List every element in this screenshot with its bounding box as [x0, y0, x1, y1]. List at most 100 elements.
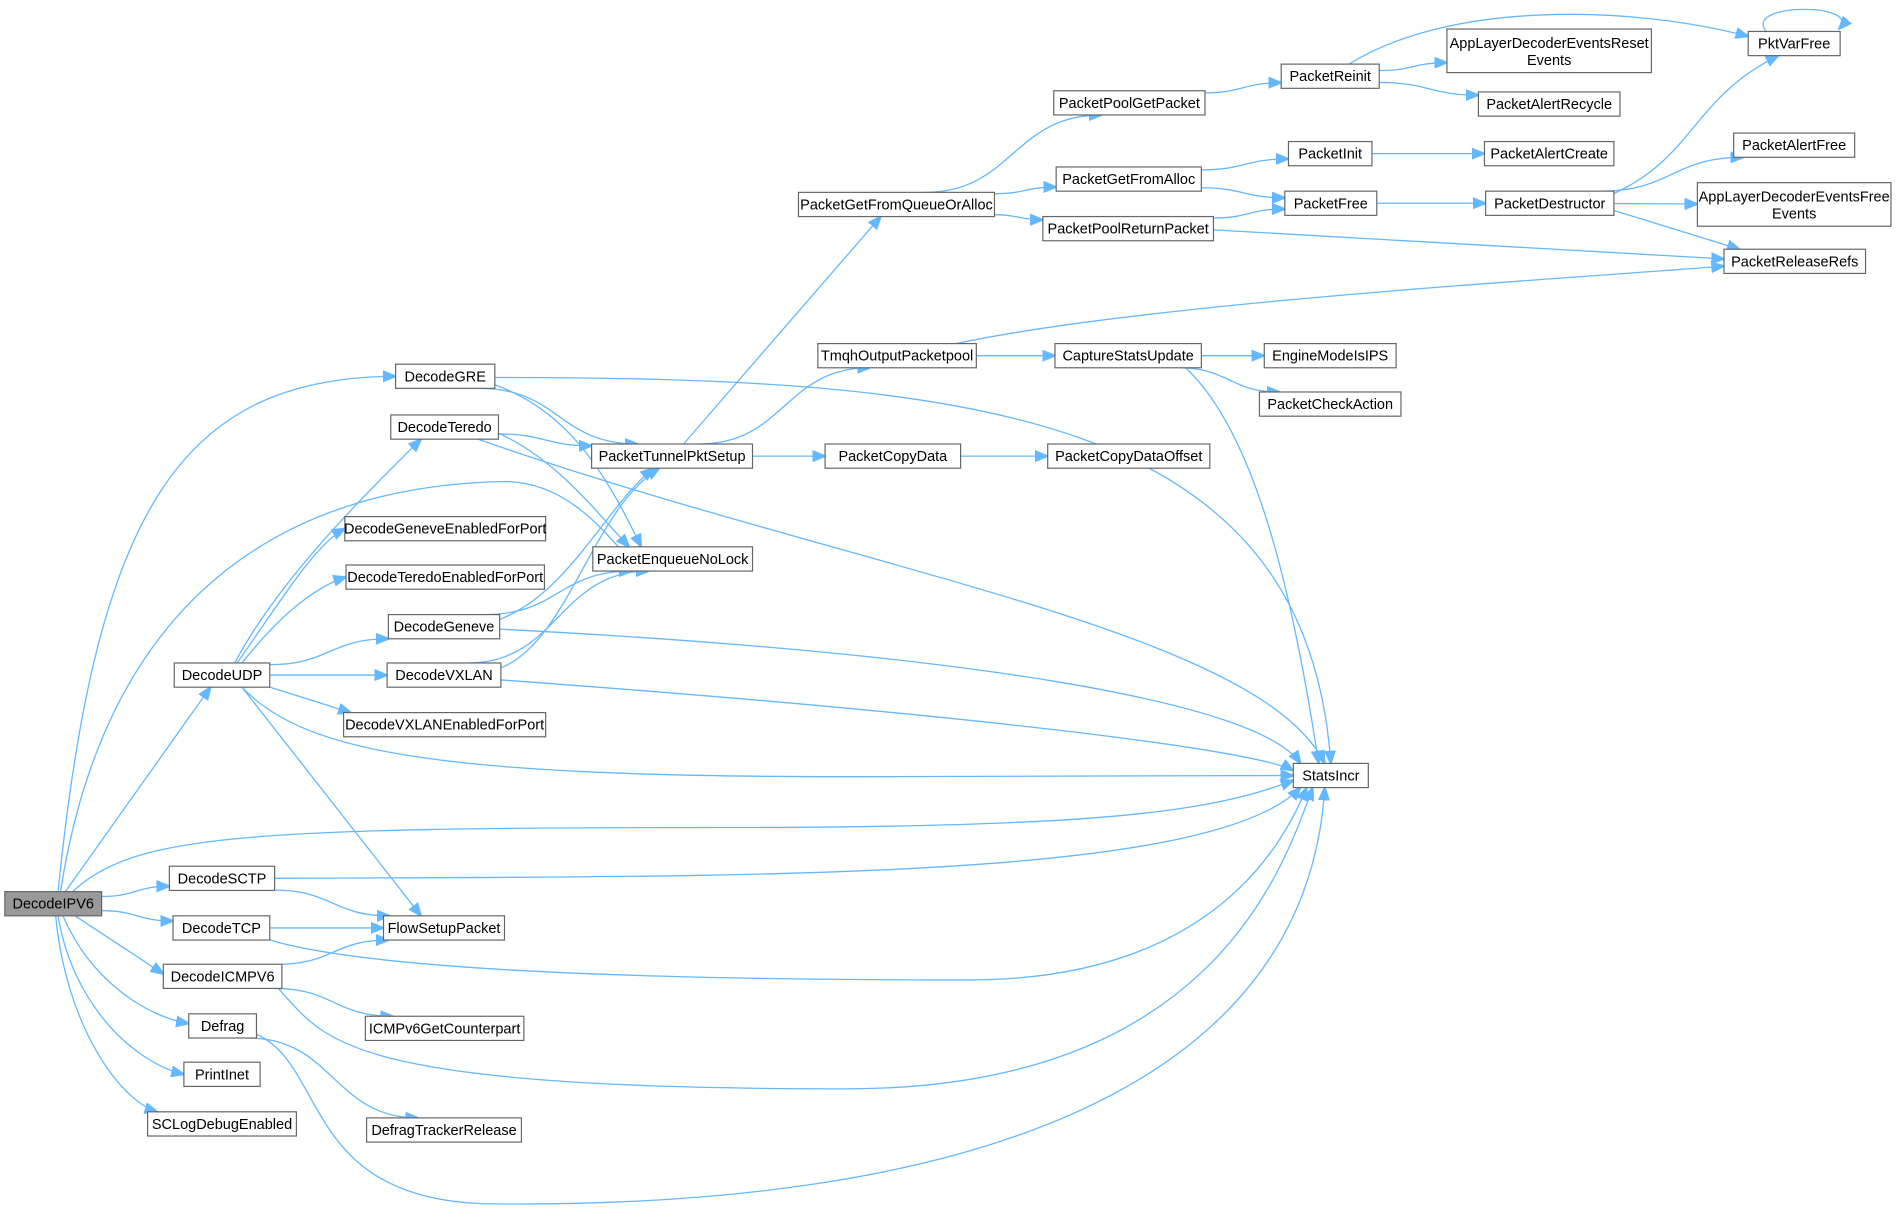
node-box [386, 662, 502, 688]
node-packet-destructor[interactable]: PacketDestructor [1485, 190, 1615, 216]
node-decode-vxlan-enabled-for-port[interactable]: DecodeVXLANEnabledForPort [342, 711, 547, 738]
node-box [1258, 391, 1402, 417]
edge-decode-ipv6-to-print-inet [58, 916, 184, 1074]
edge-packet-pool-return-packet-to-packet-free [1213, 209, 1284, 218]
node-box [1483, 140, 1615, 167]
edge-decode-icmpv6-to-icm-pv6-get-counterpart [274, 988, 393, 1016]
node-label: PacketTunnelPktSetup [599, 449, 746, 465]
node-packet-tunnel-pkt-setup[interactable]: PacketTunnelPktSetup [591, 443, 754, 469]
node-label: CaptureStatsUpdate [1062, 349, 1193, 365]
node-flow-setup-packet[interactable]: FlowSetupPacket [382, 915, 506, 941]
node-label: PacketCheckAction [1267, 397, 1393, 413]
node-decode-udp[interactable]: DecodeUDP [173, 662, 271, 688]
node-icm-pv6-get-counterpart[interactable]: ICMPv6GetCounterpart [364, 1015, 525, 1042]
node-decode-tcp[interactable]: DecodeTCP [172, 915, 271, 941]
node-defrag-tracker-release[interactable]: DefragTrackerRelease [365, 1117, 523, 1143]
node-box [1485, 190, 1615, 216]
edge-defrag-to-defrag-tracker-release [248, 1038, 418, 1118]
node-print-inet[interactable]: PrintInet [183, 1061, 261, 1088]
edge-decode-gre-to-stats-incr [495, 377, 1331, 763]
node-decode-ipv6[interactable]: DecodeIPV6 [4, 891, 103, 917]
node-decode-geneve-enabled-for-port[interactable]: DecodeGeneveEnabledForPort [344, 515, 546, 542]
node-sc-log-debug-enabled[interactable]: SCLogDebugEnabled [146, 1111, 298, 1137]
node-label: EngineModeIsIPS [1272, 349, 1388, 365]
node-label: PktVarFree [1758, 37, 1830, 53]
node-box [345, 564, 546, 590]
edge-decode-teredo-to-packet-enqueue-no-lock [498, 433, 629, 547]
edge-packet-destructor-to-pkt-var-free [1614, 56, 1779, 194]
edge-decode-udp-to-decode-geneve-enabled-for-port [237, 529, 345, 663]
edge-decode-geneve-to-packet-tunnel-pkt-setup [500, 468, 654, 619]
node-packet-init[interactable]: PacketInit [1287, 140, 1373, 167]
edge-decode-icmpv6-to-flow-setup-packet [278, 940, 389, 964]
node-label: PacketPoolReturnPacket [1048, 222, 1209, 238]
node-packet-get-from-queue-or-alloc[interactable]: PacketGetFromQueueOrAlloc [797, 191, 996, 218]
node-box [1284, 190, 1378, 216]
node-stats-incr[interactable]: StatsIncr [1292, 762, 1369, 789]
edge-decode-ipv6-to-defrag [63, 916, 189, 1024]
node-label: SCLogDebugEnabled [152, 1117, 292, 1133]
node-decode-teredo[interactable]: DecodeTeredo [390, 414, 500, 440]
node-box [1055, 166, 1202, 192]
node-label: PacketInit [1298, 147, 1362, 163]
node-box [1446, 28, 1653, 74]
edge-packet-tunnel-pkt-setup-to-packet-get-from-queue-or-alloc [684, 217, 881, 444]
node-box [1696, 182, 1892, 227]
node-box [387, 613, 501, 640]
node-box [168, 865, 276, 892]
node-label: DecodeTeredo [397, 420, 491, 436]
node-decode-gre[interactable]: DecodeGRE [395, 363, 496, 389]
node-packet-get-from-alloc[interactable]: PacketGetFromAlloc [1055, 166, 1202, 192]
node-label: DecodeSCTP [178, 871, 267, 887]
node-engine-mode-is-ips[interactable]: EngineModeIsIPS [1263, 342, 1397, 369]
node-label: DecodeTCP [182, 921, 261, 937]
node-box [382, 915, 506, 941]
edge-decode-ipv6-to-decode-gre [58, 376, 396, 891]
node-packet-alert-free[interactable]: PacketAlertFree [1733, 132, 1856, 158]
node-label: DecodeICMPV6 [171, 969, 275, 985]
edge-packet-get-from-queue-or-alloc-to-packet-get-from-alloc [994, 187, 1056, 194]
node-label: StatsIncr [1302, 768, 1359, 784]
node-packet-alert-create[interactable]: PacketAlertCreate [1483, 140, 1615, 167]
node-packet-reinit[interactable]: PacketReinit [1280, 63, 1380, 89]
node-pkt-var-free[interactable]: PktVarFree [1747, 30, 1841, 57]
edge-packet-get-from-queue-or-alloc-to-packet-pool-get-packet [924, 115, 1101, 192]
node-box [1747, 30, 1841, 57]
node-packet-enqueue-no-lock[interactable]: PacketEnqueueNoLock [592, 546, 754, 572]
node-label: DecodeGeneve [394, 620, 495, 636]
node-box [1053, 90, 1206, 116]
node-defrag[interactable]: Defrag [188, 1013, 258, 1039]
node-decode-teredo-enabled-for-port[interactable]: DecodeTeredoEnabledForPort [345, 564, 546, 590]
node-decode-icmpv6[interactable]: DecodeICMPV6 [162, 963, 283, 990]
node-box [364, 1015, 525, 1042]
edge-packet-destructor-to-packet-release-refs [1614, 211, 1740, 250]
node-packet-release-refs[interactable]: PacketReleaseRefs [1723, 248, 1867, 275]
node-capture-stats-update[interactable]: CaptureStatsUpdate [1054, 342, 1202, 369]
node-packet-free[interactable]: PacketFree [1284, 190, 1378, 216]
node-packet-pool-return-packet[interactable]: PacketPoolReturnPacket [1042, 215, 1215, 242]
node-packet-check-action[interactable]: PacketCheckAction [1258, 391, 1402, 417]
edge-decode-ipv6-to-packet-enqueue-no-lock [60, 482, 629, 892]
node-label: PrintInet [195, 1067, 249, 1083]
node-layer: DecodeIPV6 DecodeGRE DecodeTeredoDecodeGen… [4, 28, 1892, 1143]
node-tmqh-output-packetpool[interactable]: TmqhOutputPacketpool [817, 342, 977, 369]
node-decode-sctp[interactable]: DecodeSCTP [168, 865, 276, 892]
node-label: PacketAlertFree [1742, 138, 1846, 154]
edge-decode-ipv6-to-decode-icmpv6 [75, 916, 163, 974]
edge-pkt-var-free-to-pkt-var-free [1763, 9, 1842, 31]
node-decode-vxlan[interactable]: DecodeVXLAN [386, 662, 502, 688]
edge-capture-stats-update-to-stats-incr [1186, 368, 1319, 764]
node-packet-copy-data-offset[interactable]: PacketCopyDataOffset [1047, 443, 1211, 469]
edge-defrag-to-stats-incr [256, 788, 1324, 1204]
edge-decode-vxlan-to-packet-tunnel-pkt-setup [501, 468, 659, 668]
node-packet-pool-get-packet[interactable]: PacketPoolGetPacket [1053, 90, 1206, 116]
node-decode-geneve[interactable]: DecodeGeneve [387, 613, 501, 640]
node-box [1047, 443, 1211, 469]
node-packet-alert-recycle[interactable]: PacketAlertRecycle [1477, 91, 1621, 117]
node-packet-copy-data[interactable]: PacketCopyData [824, 443, 962, 469]
edge-decode-geneve-to-packet-enqueue-no-lock [485, 571, 632, 615]
edge-decode-vxlan-to-packet-enqueue-no-lock [468, 571, 649, 663]
